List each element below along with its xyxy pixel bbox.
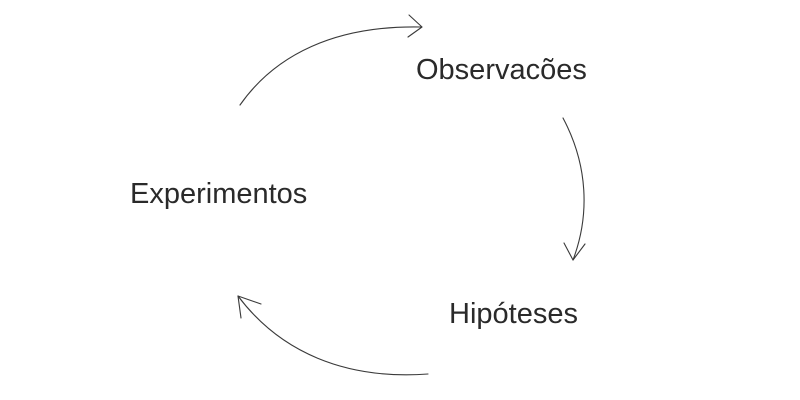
arrow-experimentos-to-observacoes	[239, 14, 423, 106]
arrow-head-icon	[237, 295, 262, 319]
arrow-head-icon	[407, 14, 423, 38]
arrow-curve	[239, 26, 423, 106]
arrow-curve	[562, 117, 585, 261]
arrow-observacoes-to-hipoteses	[562, 117, 586, 261]
stage-label-hipoteses: Hipóteses	[449, 298, 578, 330]
arrow-hipoteses-to-experimentos	[237, 295, 429, 376]
arrow-curve	[237, 295, 429, 376]
stage-label-observacoes: Observacões	[416, 54, 587, 86]
stage-label-experimentos: Experimentos	[130, 178, 308, 210]
arrow-head-icon	[563, 242, 586, 261]
